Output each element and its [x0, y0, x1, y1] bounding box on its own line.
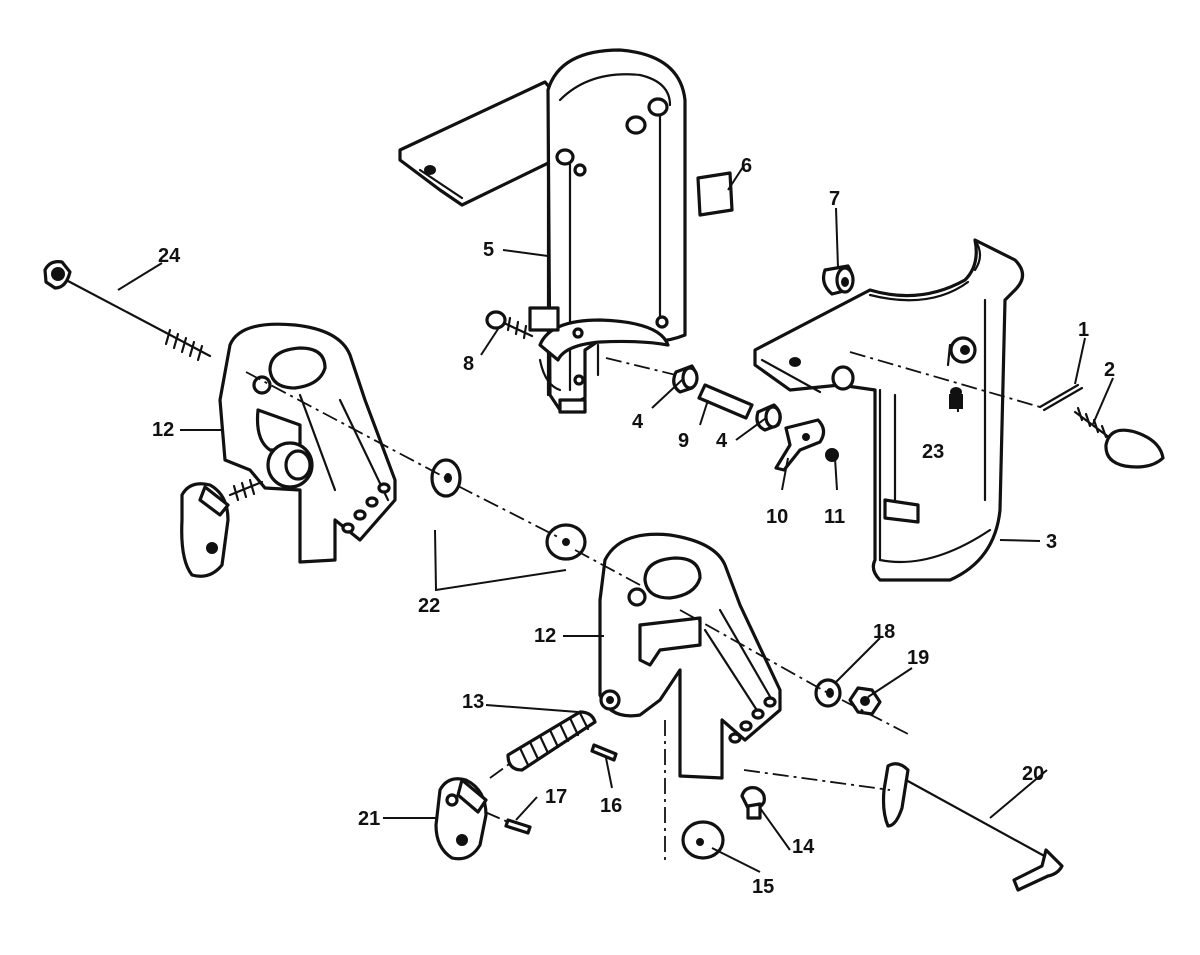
part-3-housing: [753, 238, 1025, 582]
callout-18: 18: [873, 621, 895, 643]
part-7-bushing: [821, 264, 855, 296]
callout-14: 14: [792, 836, 815, 858]
part-2-thumb-screw: [1073, 406, 1165, 469]
callout-11: 11: [824, 506, 845, 528]
callout-22: 22: [418, 595, 440, 617]
leader-lines: [117, 166, 1114, 873]
callout-3: 3: [1046, 531, 1057, 553]
part-14-screw: [740, 786, 766, 820]
callout-15: 15: [752, 876, 774, 898]
callout-7: 7: [829, 188, 840, 210]
callout-10: 10: [766, 506, 788, 528]
callout-12-center: 12: [534, 625, 556, 647]
part-12-clamp-left: [180, 322, 397, 578]
part-13-spring: [506, 710, 597, 772]
part-4-bushing-b: [755, 403, 782, 432]
part-20-tilt-rod: [881, 762, 1064, 892]
callout-24: 24: [158, 245, 181, 267]
callout-20: 20: [1022, 763, 1044, 785]
part-6-pad: [696, 171, 734, 217]
part-11-nut: [825, 448, 839, 462]
part-17-pin: [504, 818, 532, 835]
callout-16: 16: [600, 795, 622, 817]
callout-4a: 4: [632, 411, 644, 433]
callout-1: 1: [1078, 319, 1089, 341]
part-23-fitting: [949, 387, 963, 409]
callout-17: 17: [545, 786, 567, 808]
part-8-bolt: [485, 310, 534, 340]
callout-9: 9: [678, 430, 689, 452]
callout-8: 8: [463, 353, 474, 375]
assembly-axis-lines: [245, 351, 1041, 860]
callout-23: 23: [922, 441, 944, 463]
part-9-shaft: [697, 383, 754, 420]
callout-4b: 4: [716, 430, 728, 452]
part-22-washer-b: [545, 523, 587, 561]
part-15-washer: [681, 820, 725, 860]
callout-5: 5: [483, 239, 494, 261]
part-16-pin: [590, 743, 618, 762]
callout-labels: 1 2 3 4 4 5 6 7 8 9 10 11 12 12 13 14 15…: [152, 155, 1115, 898]
part-10-latch: [774, 418, 826, 472]
part-5-swivel-bracket: [398, 48, 687, 414]
part-21-handle: [434, 777, 488, 861]
part-12-clamp-center: [598, 532, 782, 780]
callout-12-left: 12: [152, 419, 174, 441]
callout-19: 19: [907, 647, 929, 669]
part-1-pin: [1038, 383, 1084, 412]
part-4-bushing-a: [672, 364, 699, 394]
part-24-long-bolt: [43, 260, 212, 362]
part-18-washer: [814, 678, 842, 708]
callout-21: 21: [358, 808, 380, 830]
callout-2: 2: [1104, 359, 1115, 381]
callout-13: 13: [462, 691, 484, 713]
callout-6: 6: [741, 155, 752, 177]
